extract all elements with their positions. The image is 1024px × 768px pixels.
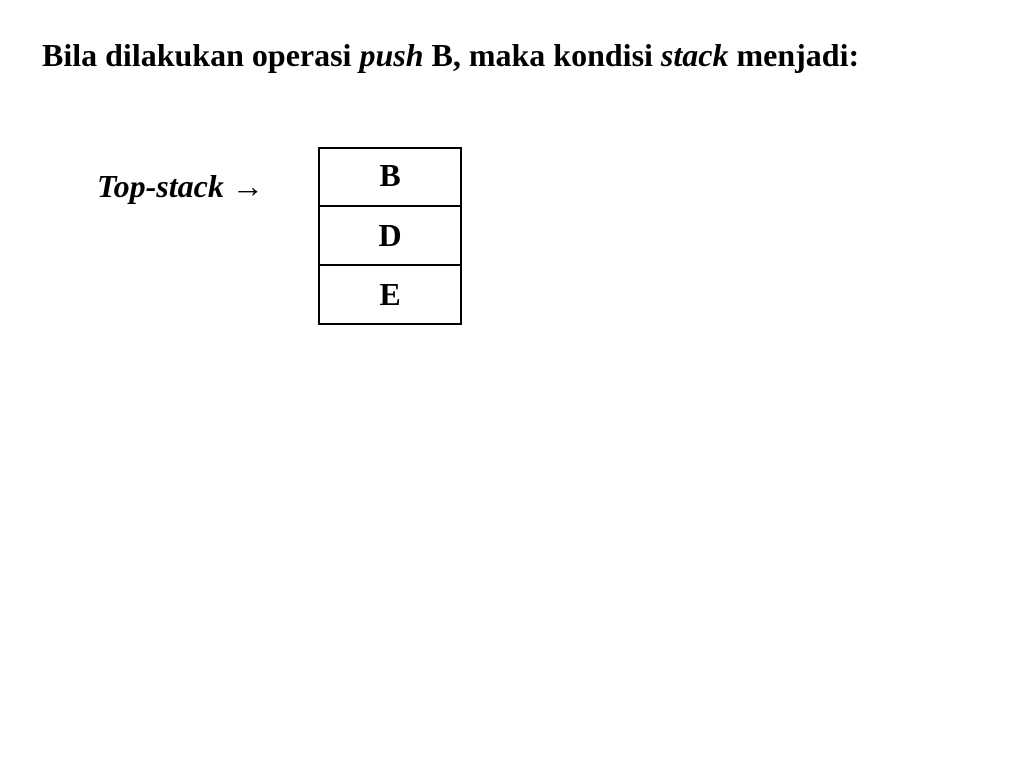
right-arrow-icon: →	[231, 168, 264, 204]
stack-cell-top: B	[379, 157, 401, 193]
stack-cell-middle: D	[320, 205, 460, 264]
heading-text-1: Bila dilakukan operasi	[42, 37, 360, 73]
slide-heading: Bila dilakukan operasi push B, maka kond…	[42, 31, 962, 79]
stack-cell-bottom: E	[320, 264, 460, 323]
top-stack-pointer: Top-stack→	[97, 164, 264, 208]
heading-push-word: push	[359, 37, 424, 73]
heading-text-2: B, maka kondisi	[423, 37, 661, 73]
heading-stack-word: stack	[660, 37, 729, 73]
stack-diagram: B D E	[318, 147, 462, 325]
heading-text-3: menjadi:	[728, 37, 860, 73]
top-stack-label: Top-stack	[97, 168, 224, 204]
